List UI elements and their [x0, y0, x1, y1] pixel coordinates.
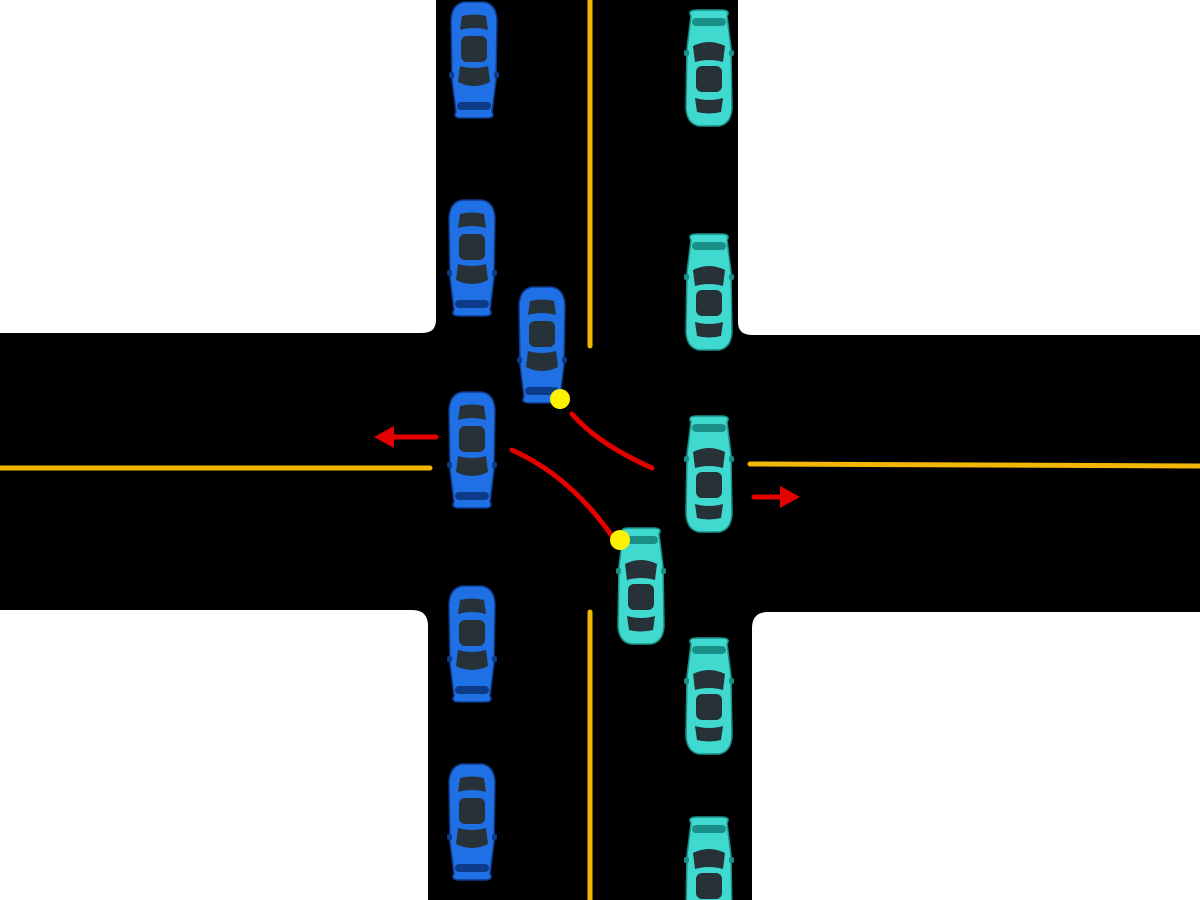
turn-path-upper — [569, 411, 655, 471]
teal-car-icon — [684, 234, 734, 350]
blue-car-icon — [447, 764, 497, 880]
blue-car-icon — [449, 2, 499, 118]
blue-car-icon — [517, 287, 567, 403]
teal-car-icon — [684, 416, 734, 532]
blue-car-icon — [447, 200, 497, 316]
exit-arrows — [374, 426, 800, 508]
blue-car-icon — [447, 586, 497, 702]
conflict-markers — [550, 389, 630, 550]
marker-dot — [550, 389, 570, 409]
teal-car-icon — [684, 10, 734, 126]
blue-car-icon — [447, 392, 497, 508]
teal-car-icon — [684, 638, 734, 754]
marker-dot — [610, 530, 630, 550]
turn-path-lower — [509, 447, 615, 539]
arrow-left-icon — [374, 426, 439, 448]
center-line-east — [747, 461, 1200, 469]
arrow-right-icon — [751, 486, 800, 508]
trajectory-paths — [509, 411, 655, 539]
teal-car-icon — [684, 817, 734, 900]
